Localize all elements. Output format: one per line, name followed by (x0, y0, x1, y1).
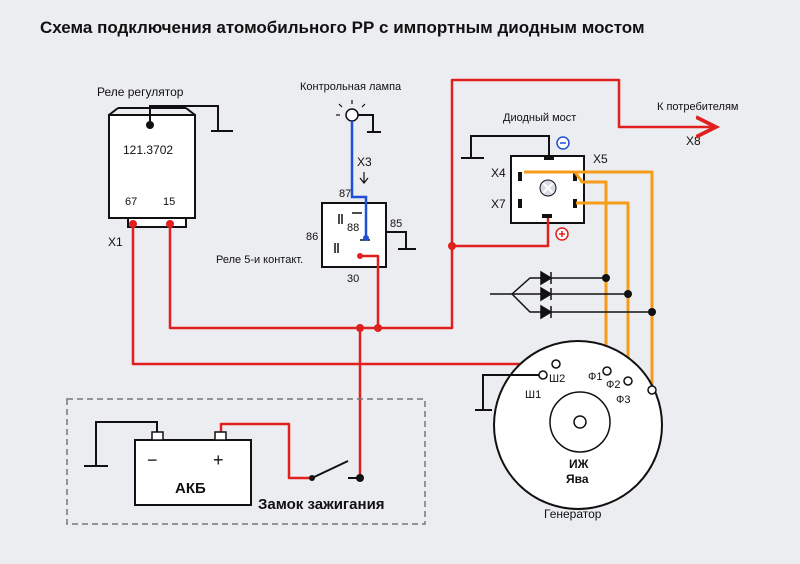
generator-brand: ИЖ (569, 457, 589, 471)
connector-x7: X7 (491, 197, 506, 211)
battery: − + АКБ (134, 431, 252, 506)
red-junctions (129, 220, 456, 332)
generator-brand-2: Ява (566, 472, 589, 486)
lamp-bulb-icon (345, 108, 359, 122)
terminal-f3: Ф3 (616, 394, 630, 406)
terminal-f1: Ф1 (588, 371, 602, 383)
rectifier-diodes (490, 270, 652, 320)
red-wires (131, 78, 716, 480)
relay-pin-86: 86 (306, 231, 318, 243)
terminal-f2: Ф2 (606, 379, 620, 391)
generator-label: Генератор (544, 507, 602, 521)
ignition-label: Замок зажигания (258, 496, 385, 513)
lamp-label: Контрольная лампа (300, 81, 402, 93)
voltage-regulator: Реле регулятор 121.3702 67 15 X1 (97, 85, 196, 249)
regulator-label: Реле регулятор (97, 85, 184, 99)
battery-label: АКБ (175, 480, 206, 497)
relay-pin-87: 87 (339, 188, 351, 200)
connector-x1: X1 (108, 235, 123, 249)
connector-x4: X4 (491, 166, 506, 180)
connector-x8: X8 (686, 134, 701, 148)
terminal-sh1: Ш1 (525, 389, 541, 401)
blue-wire (350, 121, 368, 238)
regulator-pin-67: 67 (125, 196, 137, 208)
relay-label: Реле 5-и контакт. (216, 254, 303, 266)
diode-bridge-label: Диодный мост (503, 112, 576, 124)
battery-plus-label: + (213, 450, 224, 470)
ignition-switch-icon (311, 460, 349, 479)
diode-bridge: Диодный мост X4 X5 X7 (491, 112, 608, 241)
relay-pin-85: 85 (390, 218, 402, 230)
connector-x5: X5 (593, 152, 608, 166)
generator: ИЖ Ява Генератор Ш2 Ш1 Ф1 Ф2 Ф3 (493, 340, 663, 521)
connector-x3: X3 (357, 155, 372, 169)
battery-box (66, 398, 426, 525)
control-lamp: Контрольная лампа X3 (300, 81, 402, 184)
battery-minus-label: − (147, 450, 158, 470)
terminal-sh2: Ш2 (549, 373, 565, 385)
relay-pin-88: 88 (347, 222, 359, 234)
relay-5-pin: 87 88 86 85 30 Реле 5-и контакт. (216, 188, 402, 285)
consumers-label: К потребителям (657, 101, 739, 113)
regulator-model: 121.3702 (123, 143, 173, 157)
generator-terminals (538, 359, 657, 395)
regulator-pin-15: 15 (163, 196, 175, 208)
ground-symbol (149, 105, 233, 132)
relay-pin-30: 30 (347, 273, 359, 285)
diagram-title: Схема подключения атомобильного РР с имп… (40, 18, 645, 37)
